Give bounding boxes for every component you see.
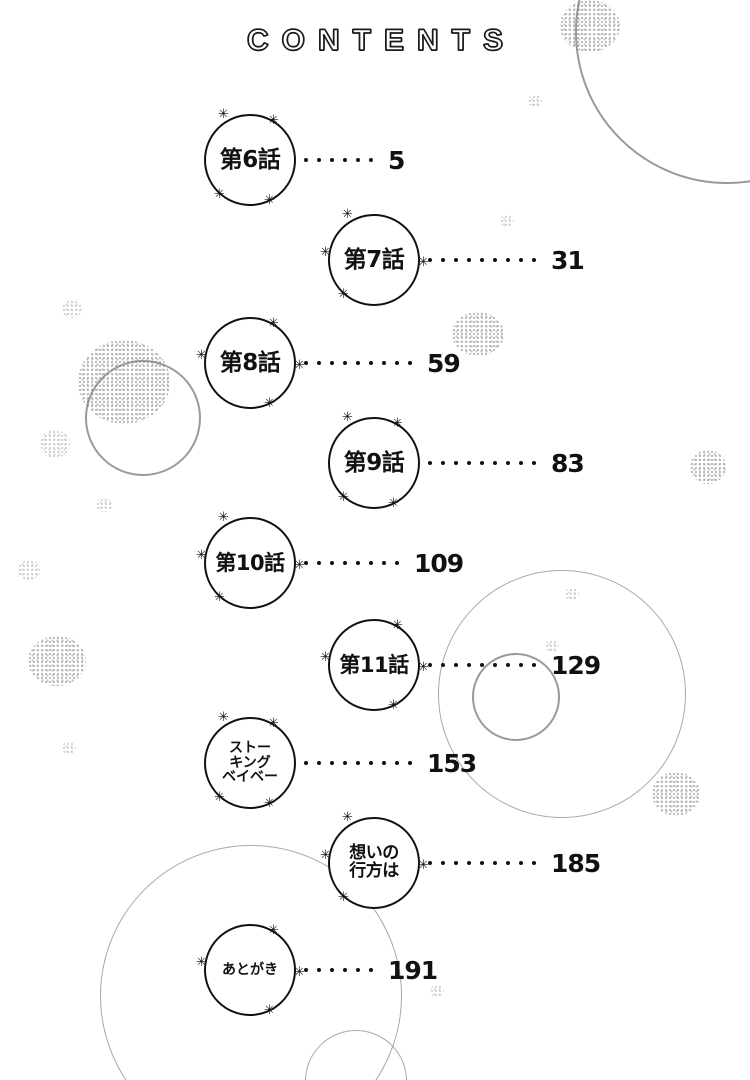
sparkle-icon: ✳ xyxy=(342,207,353,222)
sparkle-icon: ✳ xyxy=(218,710,229,725)
toc-leader-dots xyxy=(304,155,382,165)
toc-entry-bubble: 第8話✳✳✳✳ xyxy=(196,316,305,411)
toc-page-number: 83 xyxy=(551,448,585,478)
toc-entry[interactable]: ストー キング ベイベー ✳ ✳ ✳ ✳ 153 xyxy=(204,711,477,811)
sparkle-icon: ✳ xyxy=(388,496,399,511)
sparkle-icon: ✳ xyxy=(338,890,349,905)
sparkle-icon: ✳ xyxy=(342,810,353,825)
sparkle-icon: ✳ xyxy=(214,187,225,202)
decorative-dot-blob xyxy=(40,430,70,458)
toc-entry-label: 第10話 xyxy=(215,550,285,575)
decorative-dot-blob xyxy=(62,742,76,754)
toc-entry-bubble: 第9話 ✳ ✳ ✳ ✳ xyxy=(328,411,420,511)
toc-entry-bubble: 第6話 ✳ ✳ ✳ ✳ xyxy=(204,108,296,208)
decorative-dot-blob xyxy=(565,588,579,600)
sparkle-icon: ✳ xyxy=(268,113,279,128)
sparkle-icon: ✳ xyxy=(338,287,349,302)
decorative-dot-blob xyxy=(62,300,82,318)
sparkle-icon: ✳ xyxy=(338,490,349,505)
sparkle-icon: ✳ xyxy=(196,348,207,363)
toc-entry-bubble: あとがき✳✳✳✳ xyxy=(196,923,305,1018)
decorative-dot-blob xyxy=(452,312,504,356)
toc-entry[interactable]: あとがき✳✳✳✳191 xyxy=(196,923,438,1018)
toc-page-number: 129 xyxy=(551,650,601,680)
decorative-ring xyxy=(85,360,201,476)
toc-entry[interactable]: 第8話✳✳✳✳59 xyxy=(196,316,461,411)
toc-entry-label: 第6話 xyxy=(219,146,281,173)
toc-entry-bubble: 第7話✳✳✳✳ xyxy=(320,208,429,306)
toc-entry-label: あとがき xyxy=(222,961,278,978)
sparkle-icon: ✳ xyxy=(264,1003,275,1018)
decorative-dot-blob xyxy=(18,560,40,580)
decorative-dot-blob xyxy=(78,340,170,424)
sparkle-icon: ✳ xyxy=(268,716,279,731)
toc-page-number: 31 xyxy=(551,245,585,275)
toc-leader-dots xyxy=(304,965,382,975)
toc-leader-dots xyxy=(428,458,545,468)
toc-entry-bubble: 想いの 行方は✳✳✳✳ xyxy=(320,811,429,909)
toc-entry-label: ストー キング ベイベー xyxy=(222,739,278,786)
toc-entry-label: 想いの 行方は xyxy=(349,843,399,881)
sparkle-icon: ✳ xyxy=(320,650,331,665)
sparkle-icon: ✳ xyxy=(264,193,275,208)
toc-entry-label: 第8話 xyxy=(219,349,281,376)
sparkle-icon: ✳ xyxy=(218,107,229,122)
toc-leader-dots xyxy=(428,858,545,868)
sparkle-icon: ✳ xyxy=(320,245,331,260)
toc-entry[interactable]: 第10話✳✳✳✳109 xyxy=(196,511,464,609)
toc-entry-label: 第9話 xyxy=(343,449,405,476)
sparkle-icon: ✳ xyxy=(264,796,275,811)
toc-entry[interactable]: 想いの 行方は✳✳✳✳185 xyxy=(320,811,601,909)
toc-page-number: 5 xyxy=(388,145,405,175)
toc-entry-bubble: 第11話✳✳✳✳ xyxy=(320,618,429,713)
decorative-ring xyxy=(305,1030,407,1080)
sparkle-icon: ✳ xyxy=(388,698,399,713)
toc-leader-dots xyxy=(304,758,421,768)
toc-leader-dots xyxy=(304,558,408,568)
sparkle-icon: ✳ xyxy=(214,590,225,605)
sparkle-icon: ✳ xyxy=(392,416,403,431)
toc-entry-bubble: 第10話✳✳✳✳ xyxy=(196,511,305,609)
toc-entry-label: 第7話 xyxy=(343,246,405,273)
sparkle-icon: ✳ xyxy=(214,790,225,805)
decorative-dot-blob xyxy=(96,498,112,512)
sparkle-icon: ✳ xyxy=(196,548,207,563)
decorative-dot-blob xyxy=(28,636,86,686)
decorative-dot-blob xyxy=(690,450,726,484)
toc-page-number: 191 xyxy=(388,955,438,985)
toc-entry-label: 第11話 xyxy=(339,652,409,677)
toc-leader-dots xyxy=(304,358,421,368)
toc-page-number: 59 xyxy=(427,348,461,378)
toc-leader-dots xyxy=(428,255,545,265)
sparkle-icon: ✳ xyxy=(268,923,279,938)
sparkle-icon: ✳ xyxy=(342,410,353,425)
sparkle-icon: ✳ xyxy=(218,510,229,525)
sparkle-icon: ✳ xyxy=(268,316,279,331)
toc-entry[interactable]: 第6話 ✳ ✳ ✳ ✳ 5 xyxy=(204,108,405,208)
toc-page-number: 109 xyxy=(414,548,464,578)
decorative-dot-blob xyxy=(652,772,700,816)
toc-entry[interactable]: 第11話✳✳✳✳129 xyxy=(320,618,601,713)
sparkle-icon: ✳ xyxy=(264,396,275,411)
sparkle-icon: ✳ xyxy=(320,848,331,863)
sparkle-icon: ✳ xyxy=(196,955,207,970)
page-title: CONTENTS xyxy=(246,23,516,58)
sparkle-icon: ✳ xyxy=(392,618,403,633)
toc-entry[interactable]: 第9話 ✳ ✳ ✳ ✳ 83 xyxy=(328,411,585,511)
toc-page-number: 153 xyxy=(427,748,477,778)
toc-leader-dots xyxy=(428,660,545,670)
decorative-dot-blob xyxy=(528,95,542,107)
toc-entry[interactable]: 第7話✳✳✳✳31 xyxy=(320,208,585,306)
toc-page-number: 185 xyxy=(551,848,601,878)
toc-entry-bubble: ストー キング ベイベー ✳ ✳ ✳ ✳ xyxy=(204,711,296,811)
